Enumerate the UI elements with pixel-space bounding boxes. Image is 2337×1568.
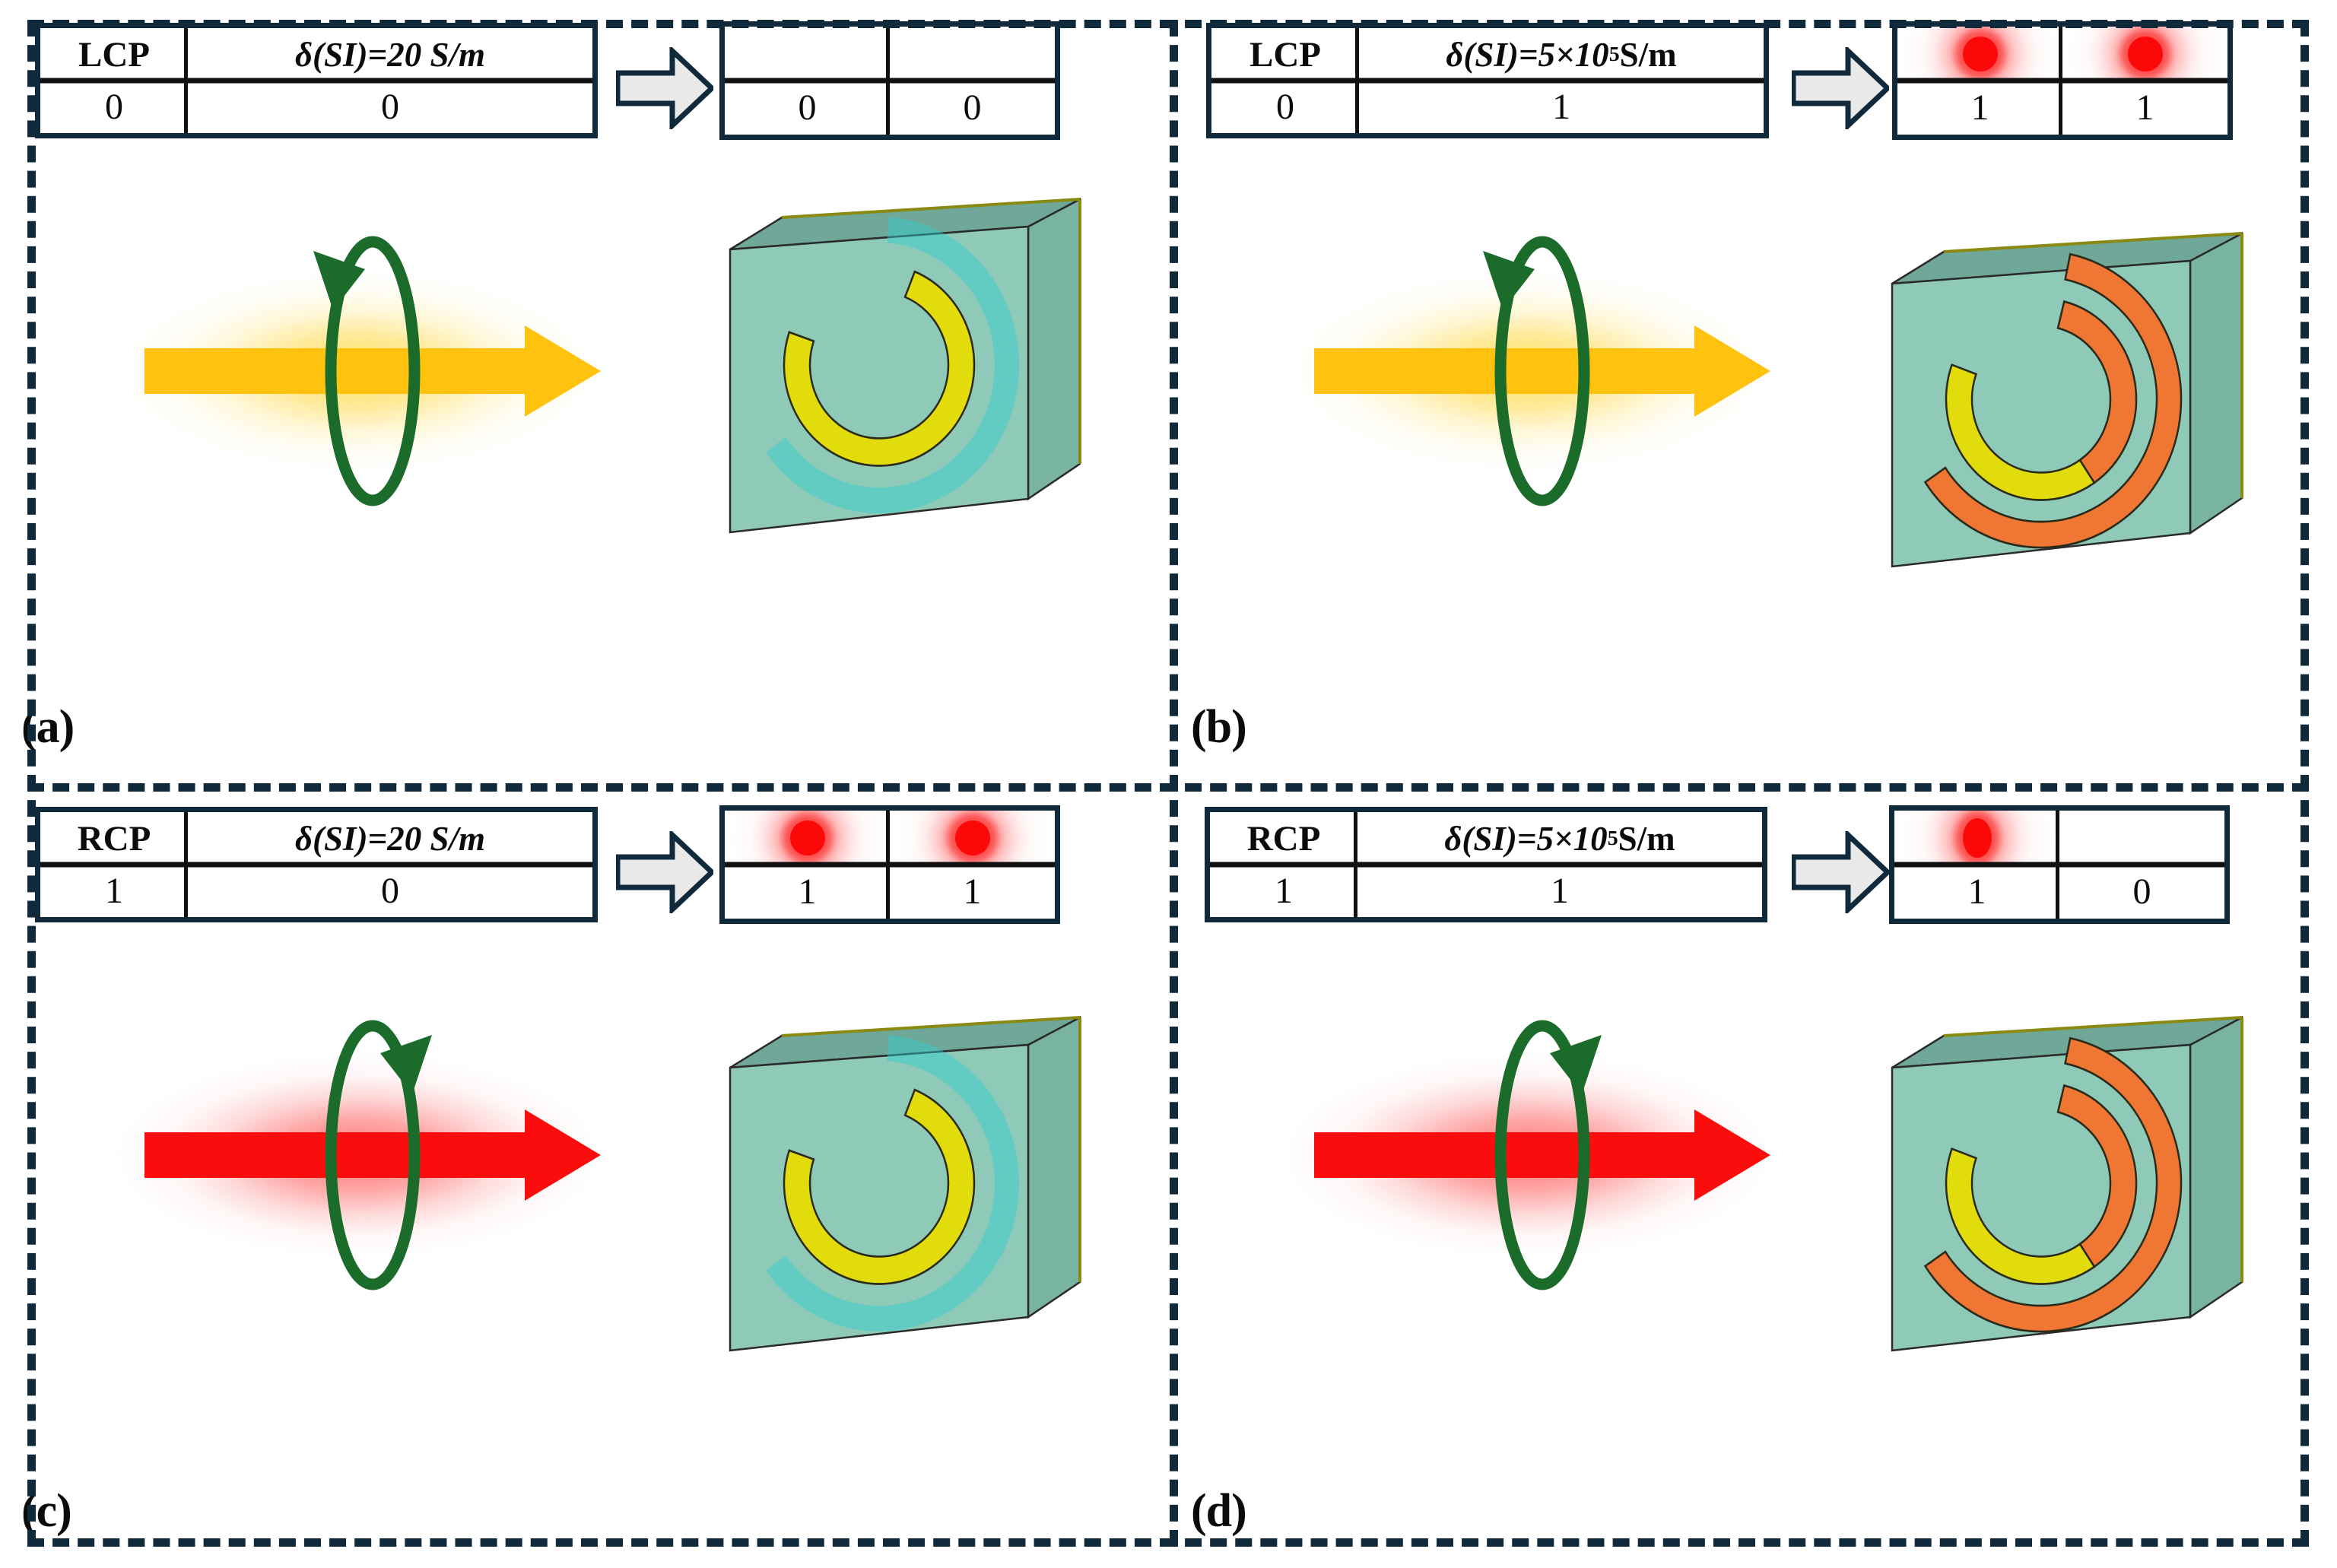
output-value-0: 0 xyxy=(725,81,890,135)
led-indicator-on xyxy=(2127,36,2163,71)
table-mid-rule xyxy=(1894,862,2224,868)
polarization-header-lcp: LCP xyxy=(1211,28,1359,81)
metamaterial-unit-cell xyxy=(1846,163,2272,620)
panel-a: LCP δ(SI)=20 S/m 0 0 xyxy=(0,0,1170,784)
output-led-cell-0 xyxy=(1894,811,2059,865)
input-value-0: 0 xyxy=(40,81,188,133)
output-value-1: 1 xyxy=(963,871,982,912)
output-led-cell-1 xyxy=(2062,27,2227,81)
panel-c: RCP δ(SI)=20 S/m 1 0 xyxy=(0,784,1170,1568)
implies-arrow-icon xyxy=(1790,828,1892,916)
split-ring-resonator-off xyxy=(766,1035,1019,1332)
output-led-cell-0-off xyxy=(725,27,890,81)
output-truth-table: 1 1 xyxy=(1892,21,2233,140)
table-mid-rule xyxy=(725,862,1055,868)
led-indicator-on xyxy=(1962,36,1998,71)
input-value-1: 0 xyxy=(381,87,399,127)
output-value-1: 0 xyxy=(2132,871,2151,912)
input-value-1: 1 xyxy=(1551,871,1569,911)
input-value-0: 1 xyxy=(1210,865,1357,917)
input-truth-table: RCP δ(SI)=20 S/m 1 0 xyxy=(35,807,598,922)
output-truth-table: 1 1 xyxy=(719,805,1060,924)
polarization-header-rcp: RCP xyxy=(40,812,188,865)
input-value-1: 0 xyxy=(381,871,399,911)
output-led-cell-1-off xyxy=(890,27,1055,81)
conductivity-header: δ(SI)=20 S/m xyxy=(295,35,485,74)
spin-ellipse-cw xyxy=(1494,1020,1590,1290)
output-led-cell-0 xyxy=(1897,27,2062,81)
table-mid-rule xyxy=(40,78,592,84)
table-mid-rule xyxy=(40,862,592,868)
metamaterial-unit-cell xyxy=(684,947,1110,1404)
beam-arrow-shape xyxy=(144,325,601,417)
input-truth-table: LCP δ(SI)=20 S/m 0 0 xyxy=(35,23,598,138)
panel-label: (a) xyxy=(21,701,75,753)
panel-label: (d) xyxy=(1191,1485,1247,1537)
metamaterial-unit-cell xyxy=(684,129,1110,586)
beam-arrow-shape xyxy=(144,1109,601,1201)
input-value-1: 1 xyxy=(1552,87,1570,127)
beam-arrow-icon xyxy=(1314,236,1770,506)
beam-arrow-shape xyxy=(1314,325,1770,417)
figure-horizontal-divider xyxy=(27,783,2309,792)
figure-vertical-divider xyxy=(1170,20,1178,1547)
polarization-header-lcp: LCP xyxy=(40,28,188,81)
implies-arrow-icon xyxy=(1790,44,1892,132)
implies-arrow-icon xyxy=(614,828,716,916)
table-mid-rule xyxy=(1210,862,1762,868)
beam-arrow-shape xyxy=(1314,1109,1770,1201)
output-value-0: 1 xyxy=(1894,865,2059,919)
spin-ellipse-ccw xyxy=(1494,236,1590,506)
panel-label: (b) xyxy=(1191,701,1247,753)
polarized-beam xyxy=(1284,190,1816,555)
table-mid-rule xyxy=(1211,78,1764,84)
spin-ellipse-cw xyxy=(325,1020,421,1290)
output-value-0: 1 xyxy=(1897,81,2062,135)
table-mid-rule xyxy=(725,78,1055,84)
polarized-beam xyxy=(114,974,646,1339)
metamaterial-unit-cell xyxy=(1846,947,2272,1404)
led-indicator-on xyxy=(789,820,825,855)
output-truth-table: 0 0 xyxy=(719,21,1060,140)
split-ring-resonator-on xyxy=(1923,252,2183,549)
spin-ellipse-ccw xyxy=(325,236,421,506)
polarized-beam xyxy=(114,190,646,555)
output-led-cell-0 xyxy=(725,811,890,865)
beam-arrow-icon xyxy=(144,236,601,506)
panel-label: (c) xyxy=(21,1485,72,1537)
conductivity-header: δ(SI)=20 S/m xyxy=(295,819,485,858)
output-value-0: 1 xyxy=(725,865,890,919)
beam-arrow-icon xyxy=(1314,1020,1770,1290)
input-value-0: 1 xyxy=(40,865,188,917)
table-mid-rule xyxy=(1897,78,2227,84)
input-value-0: 0 xyxy=(1211,81,1359,133)
beam-arrow-icon xyxy=(144,1020,601,1290)
split-ring-resonator-on xyxy=(1923,1036,2183,1333)
polarized-beam xyxy=(1284,974,1816,1339)
output-truth-table: 1 0 xyxy=(1889,805,2230,924)
split-ring-resonator-off xyxy=(766,217,1019,514)
output-value-1: 1 xyxy=(2135,87,2154,128)
implies-arrow-icon xyxy=(614,44,716,132)
output-led-cell-1 xyxy=(890,811,1055,865)
polarization-header-rcp: RCP xyxy=(1210,812,1357,865)
led-indicator-on xyxy=(954,820,990,855)
output-led-cell-1-off xyxy=(2059,811,2224,865)
output-value-1: 0 xyxy=(963,87,982,128)
led-indicator-on xyxy=(1962,817,1992,858)
